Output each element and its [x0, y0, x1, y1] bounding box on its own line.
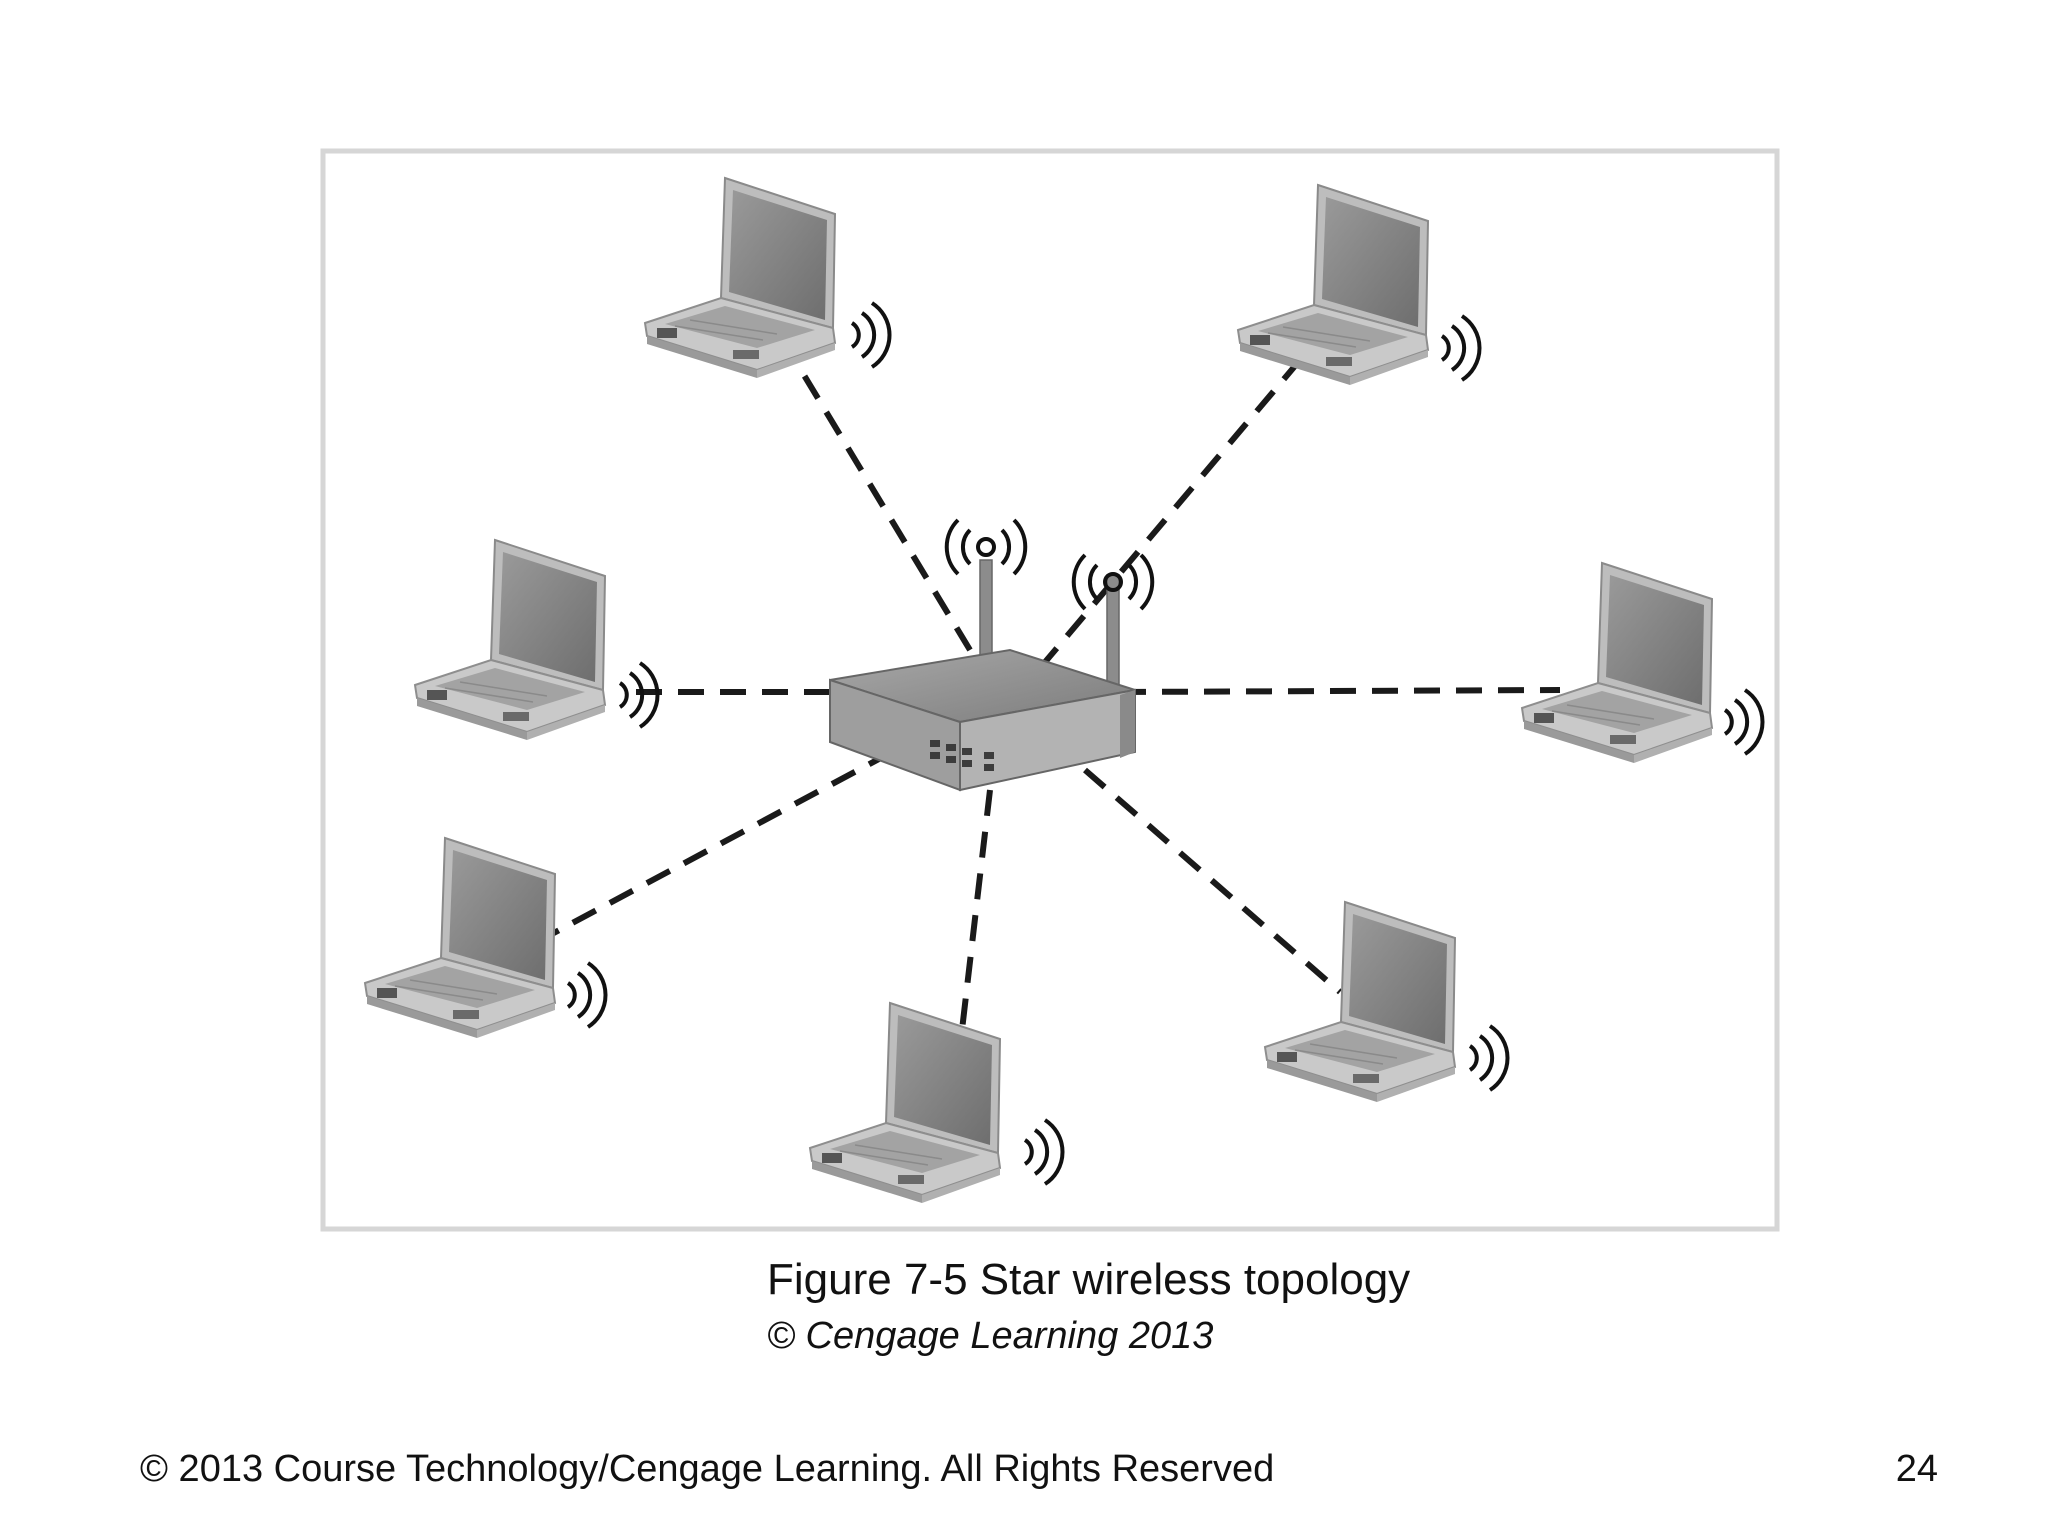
link-lower-left: [548, 749, 894, 938]
laptop-top-left: [644, 177, 836, 379]
page-number: 24: [1895, 1448, 1938, 1490]
footer-copyright: © 2013 Course Technology/Cengage Learnin…: [140, 1448, 1275, 1490]
network-links: [548, 350, 1561, 1031]
laptop-lower-right: [1264, 901, 1456, 1103]
link-top-left: [787, 350, 973, 652]
antenna-signal-icon: [944, 518, 1028, 576]
laptop-top-right: [1237, 184, 1429, 386]
link-lower-right: [1083, 767, 1342, 995]
laptop-lower-left: [364, 837, 556, 1039]
wireless-waves-icon: [566, 961, 608, 1029]
figure-caption: Figure 7-5 Star wireless topology: [767, 1255, 1411, 1304]
wireless-waves-icon: [850, 301, 892, 369]
antenna-signal-icon: [1071, 553, 1155, 611]
wireless-waves-icon: [1440, 314, 1482, 382]
link-top-right: [1037, 358, 1303, 670]
wireless-waves-icon: [1468, 1024, 1510, 1092]
link-right: [1119, 687, 1561, 695]
wireless-waves-icon: [1023, 1118, 1065, 1186]
laptop-left: [414, 539, 606, 741]
link-bottom: [959, 789, 993, 1031]
wireless-waves-icon: [1723, 688, 1765, 756]
figure-credit: © Cengage Learning 2013: [767, 1315, 1214, 1357]
laptop-right: [1521, 562, 1713, 764]
figure-frame: [320, 148, 1780, 1232]
laptop-bottom: [809, 1002, 1001, 1204]
wireless-access-point: [829, 559, 1136, 792]
